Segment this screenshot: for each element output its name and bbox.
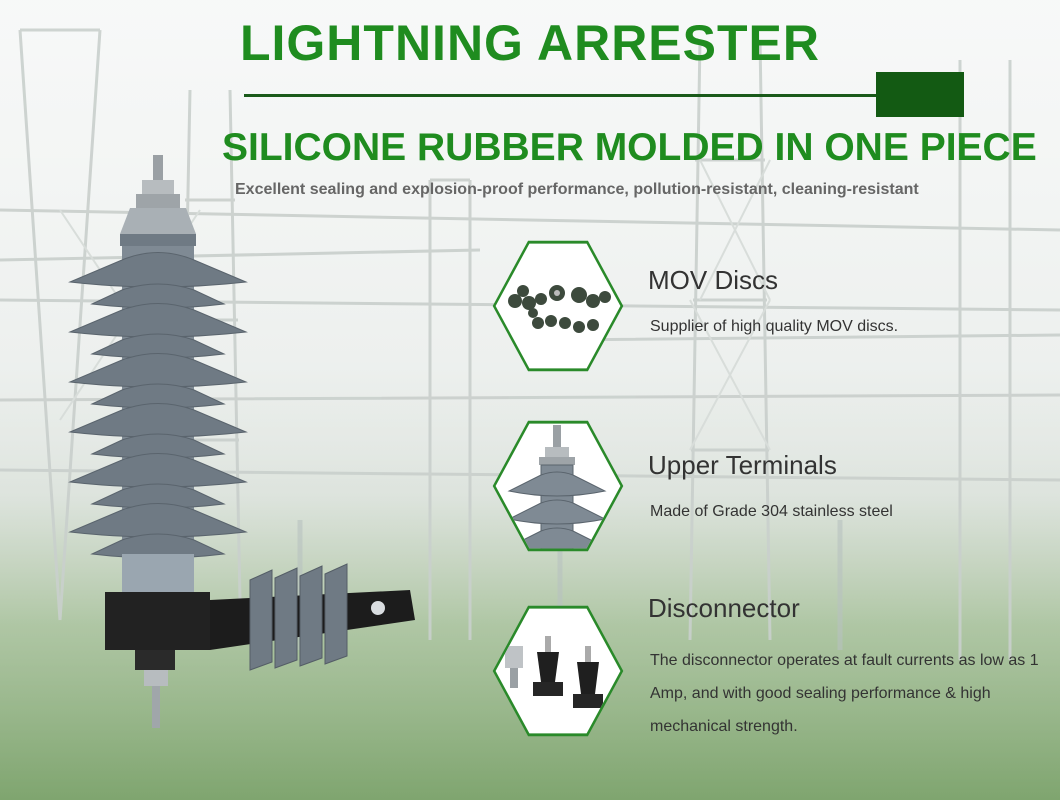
page-tagline: Excellent sealing and explosion-proof pe… (235, 181, 919, 198)
page-subtitle: SILICONE RUBBER MOLDED IN ONE PIECE (222, 126, 1037, 169)
feature-desc-mov-discs: Supplier of high quality MOV discs. (650, 318, 899, 335)
feature-desc-disconnector: The disconnector operates at fault curre… (650, 652, 1039, 735)
page-title: LIGHTNING ARRESTER (239, 15, 821, 71)
feature-desc-upper-terminals: Made of Grade 304 stainless steel (650, 503, 893, 520)
title-underline (244, 94, 876, 97)
lightning-arrester-image (68, 155, 415, 728)
feature-title-mov-discs: MOV Discs (648, 265, 778, 295)
feature-title-disconnector: Disconnector (648, 593, 800, 623)
disconnector-image (505, 636, 603, 708)
upper-terminals-image (507, 425, 607, 549)
feature-title-upper-terminals: Upper Terminals (648, 450, 837, 480)
top-stud (153, 155, 163, 195)
mov-discs-image (508, 285, 611, 333)
title-accent-block (876, 72, 964, 117)
